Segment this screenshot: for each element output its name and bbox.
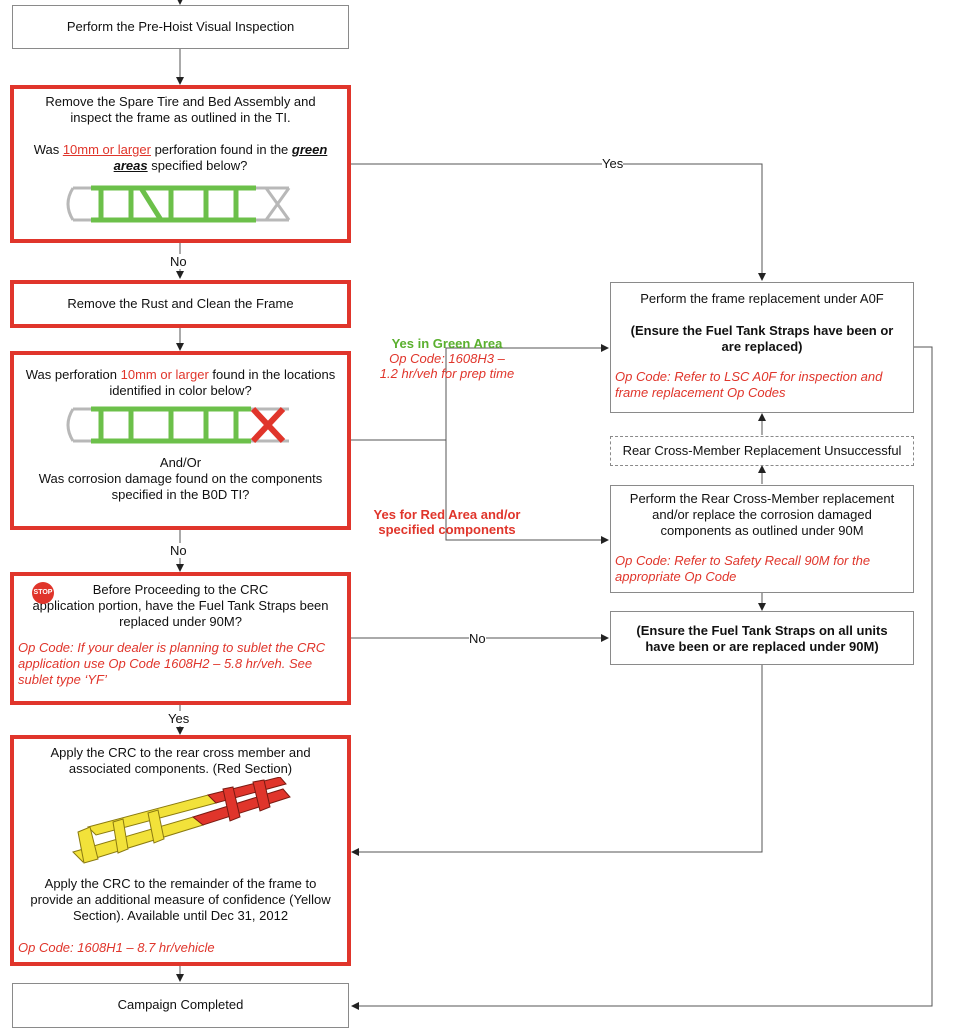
perf-andor: And/Or	[159, 455, 202, 470]
rear-line1: Perform the Rear Cross-Member replacemen…	[629, 491, 895, 506]
rear-unsuccessful-box: Rear Cross-Member Replacement Unsuccessf…	[610, 436, 914, 466]
pre-hoist-text: Perform the Pre-Hoist Visual Inspection	[66, 19, 295, 34]
before-crc-opcode: Op Code: If your dealer is planning to s…	[18, 640, 326, 687]
stop-sign-icon: STOP	[32, 582, 54, 604]
rear-unsuccessful-text: Rear Cross-Member Replacement Unsuccessf…	[622, 443, 902, 458]
perf-question: Was perforation 10mm or larger found in …	[25, 367, 336, 382]
yes-green-label: Yes in Green Area Op Code: 1608H3 – 1.2 …	[379, 336, 515, 381]
remove-rust-box: Remove the Rust and Clean the Frame	[10, 280, 351, 328]
apply-line3: Apply the CRC to the remainder of the fr…	[44, 876, 317, 891]
fuel-straps-text: (Ensure the Fuel Tank Straps on all unit…	[636, 623, 888, 654]
pre-hoist-inspection-box: Perform the Pre-Hoist Visual Inspection	[12, 5, 349, 49]
before-crc-line3: replaced under 90M?	[119, 614, 242, 629]
perf-line3: Was corrosion damage found on the compon…	[38, 471, 323, 486]
frame-replacement-box: Perform the frame replacement under A0F …	[610, 282, 914, 413]
arrow-straps-to-crc	[351, 664, 763, 856]
yes-label-2: Yes	[168, 711, 190, 726]
apply-line5: Section). Available until Dec 31, 2012	[72, 908, 289, 923]
spare-question2: areas specified below?	[113, 158, 248, 173]
perforation-box: Was perforation 10mm or larger found in …	[10, 351, 351, 530]
frame-line2: (Ensure the Fuel Tank Straps have been o…	[630, 323, 894, 354]
apply-line2: associated components. (Red Section)	[68, 761, 293, 776]
campaign-completed-box: Campaign Completed	[12, 983, 349, 1028]
arrow-frame-to-campaign	[351, 346, 933, 1010]
spare-line2: inspect the frame as outlined in the TI.	[70, 110, 291, 125]
no-label-1: No	[170, 254, 187, 269]
rear-opcode: Op Code: Refer to Safety Recall 90M for …	[615, 553, 871, 584]
no-label-2: No	[170, 543, 187, 558]
before-crc-box: STOP Before Proceeding to the CRC applic…	[10, 572, 351, 705]
no-label-3: No	[469, 631, 486, 646]
rear-line2: and/or replace the corrosion damaged	[652, 507, 872, 522]
arrow-yes-green	[350, 344, 609, 441]
apply-line4: provide an additional measure of confide…	[30, 892, 331, 907]
spare-tire-box: Remove the Spare Tire and Bed Assembly a…	[10, 85, 351, 243]
before-crc-line1: Before Proceeding to the CRC	[92, 582, 269, 597]
spare-question: Was 10mm or larger perforation found in …	[33, 142, 328, 157]
arrow-yes-red	[445, 440, 609, 544]
yes-label-1: Yes	[602, 156, 624, 171]
remove-rust-text: Remove the Rust and Clean the Frame	[67, 296, 294, 311]
frame-line1: Perform the frame replacement under A0F	[640, 291, 884, 306]
frame-opcode: Op Code: Refer to LSC A0F for inspection…	[615, 369, 883, 400]
apply-crc-box: Apply the CRC to the rear cross member a…	[10, 735, 351, 966]
spare-line1: Remove the Spare Tire and Bed Assembly a…	[45, 94, 316, 109]
perf-line4: specified in the B0D TI?	[111, 487, 250, 502]
arrow-yes1	[350, 163, 766, 281]
fuel-straps-box: (Ensure the Fuel Tank Straps on all unit…	[610, 611, 914, 665]
frame-3d-illustration	[72, 776, 291, 864]
frame-diagram-red	[66, 406, 289, 444]
rear-replacement-box: Perform the Rear Cross-Member replacemen…	[610, 485, 914, 593]
rear-line3: components as outlined under 90M	[660, 523, 864, 538]
campaign-text: Campaign Completed	[117, 997, 244, 1012]
perf-line2: identified in color below?	[109, 383, 252, 398]
before-crc-line2: application portion, have the Fuel Tank …	[32, 598, 329, 613]
apply-line1: Apply the CRC to the rear cross member a…	[50, 745, 311, 760]
yes-red-label: Yes for Red Area and/or specified compon…	[373, 507, 521, 537]
frame-diagram-green	[66, 185, 290, 223]
apply-opcode: Op Code: 1608H1 – 8.7 hr/vehicle	[18, 940, 215, 955]
